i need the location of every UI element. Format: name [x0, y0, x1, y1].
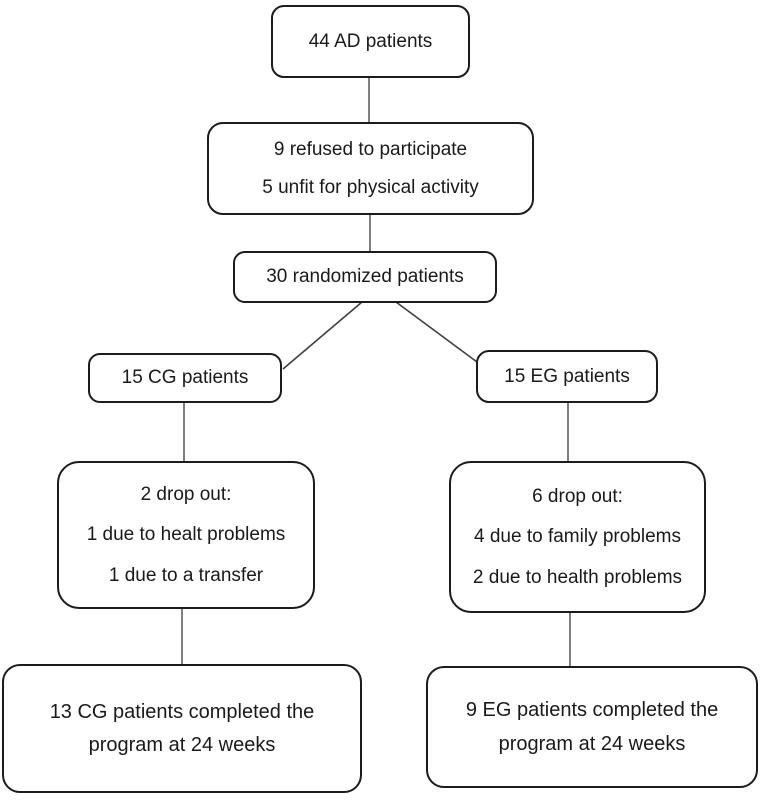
box-line: 2 due to health problems	[472, 566, 683, 588]
box-line: 30 randomized patients	[266, 266, 464, 288]
box-line: 5 unfit for physical activity	[262, 176, 479, 198]
eg-dropout-box: 6 drop out: 4 due to family problems 2 d…	[449, 461, 706, 613]
cg-dropout-box: 2 drop out: 1 due to healt problems 1 du…	[57, 461, 315, 609]
excluded-patients-box: 9 refused to participate 5 unfit for phy…	[207, 122, 534, 215]
box-line: 9 EG patients completed the	[465, 699, 719, 722]
box-line: program at 24 weeks	[498, 732, 686, 755]
box-line: 6 drop out:	[532, 486, 623, 508]
box-line: 13 CG patients completed the	[49, 700, 315, 723]
eg-completed-box: 9 EG patients completed the program at 2…	[426, 666, 758, 788]
box-line: 44 AD patients	[308, 30, 433, 52]
eg-group-box: 15 EG patients	[476, 350, 658, 403]
connector-randomized-to-cg	[282, 301, 363, 370]
box-line: 1 due to healt problems	[86, 524, 286, 546]
cg-completed-box: 13 CG patients completed the program at …	[2, 664, 362, 793]
connector-randomized-to-eg	[395, 301, 478, 363]
box-line: program at 24 weeks	[88, 734, 276, 756]
box-line: 15 EG patients	[504, 365, 630, 387]
box-line: 15 CG patients	[121, 367, 249, 389]
box-line: 9 refused to participate	[273, 139, 468, 161]
box-line: 4 due to family problems	[474, 526, 681, 548]
total-patients-box: 44 AD patients	[271, 5, 470, 78]
box-line: 1 due to a transfer	[108, 564, 264, 586]
randomized-patients-box: 30 randomized patients	[233, 251, 497, 303]
box-line: 2 drop out:	[140, 484, 232, 506]
cg-group-box: 15 CG patients	[88, 353, 282, 403]
